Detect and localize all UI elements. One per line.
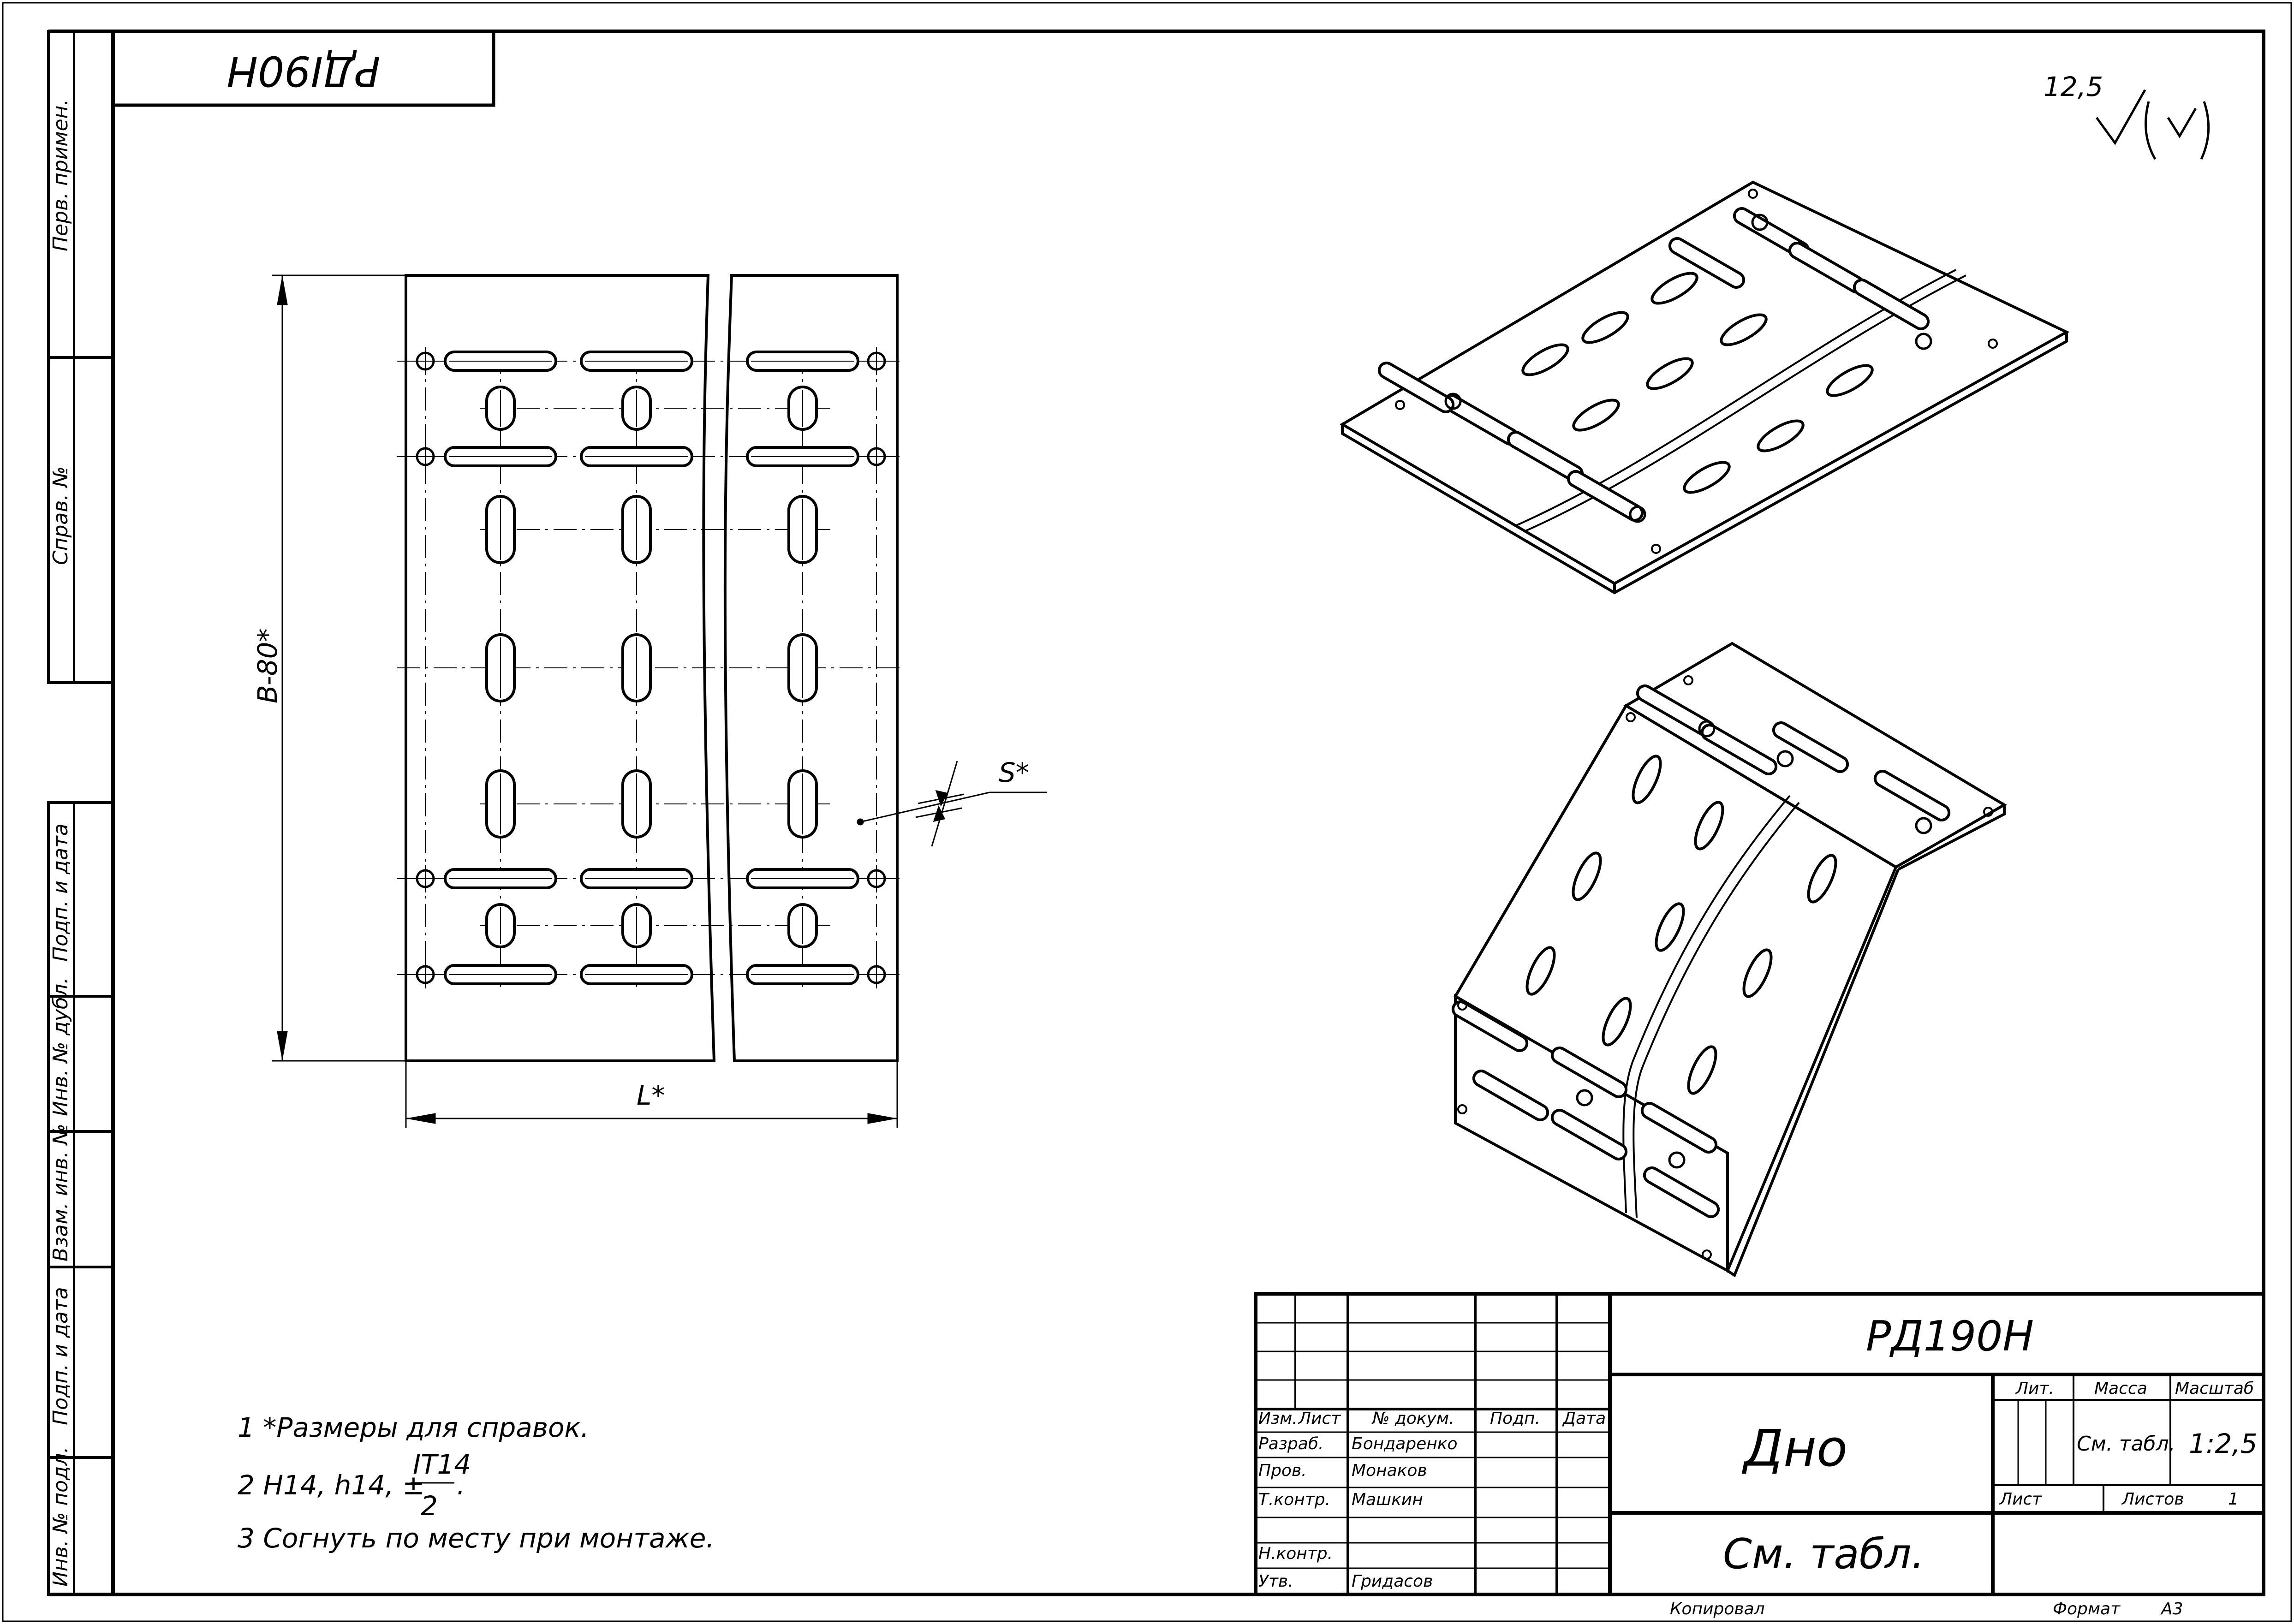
side-label-podp-data-2: Подп. и дата [49, 1287, 72, 1425]
name-utv: Гридасов [1352, 1572, 1433, 1591]
side-label-podp-data-1: Подп. и дата [49, 823, 72, 962]
slot [623, 635, 650, 701]
note-2-dot: . [457, 1469, 465, 1501]
sheets-label: Листов [2121, 1490, 2184, 1509]
hole [411, 865, 439, 892]
slot [789, 387, 816, 429]
note-2-denominator: 2 [421, 1490, 438, 1522]
slot [581, 965, 692, 984]
slot [487, 496, 514, 563]
dimension-thickness [857, 761, 1047, 847]
col-doc: № докум. [1371, 1409, 1454, 1428]
note-3: 3 Согнуть по месту при монтаже. [238, 1523, 715, 1554]
dimension-length [405, 1061, 898, 1128]
code-rotated: РДI90H [226, 47, 380, 95]
dimension-length-label: L* [637, 1080, 665, 1111]
part-title: Дно [1741, 1419, 1847, 1478]
copied-label: Копировал [1670, 1600, 1765, 1618]
slot [581, 352, 692, 370]
slot [747, 965, 858, 984]
name-tkontr: Машкин [1352, 1490, 1423, 1509]
designation: РД190Н [1866, 1312, 2034, 1361]
title-block-text: Изм. Лист № докум. Подп. Дата Разраб. Бо… [1258, 1312, 2258, 1618]
note-1: 1 *Размеры для справок. [238, 1412, 589, 1443]
hole [411, 347, 439, 375]
dimension-height [272, 274, 406, 1062]
slot [445, 965, 556, 984]
slot [623, 387, 650, 429]
hole [863, 443, 890, 470]
format-value: А3 [2160, 1600, 2183, 1618]
side-label-perv-primen: Перв. примен. [49, 99, 72, 251]
side-label-vzam-inv: Взам. инв. № [49, 1124, 72, 1261]
side-label-inv-dubl: Инв. № дубл. [49, 977, 72, 1116]
slot [487, 387, 514, 429]
slot [789, 635, 816, 701]
note-2: 2 H14, h14, ± [238, 1469, 425, 1501]
notes: 1 *Размеры для справок. 2 H14, h14, ± IT… [238, 1412, 715, 1554]
side-label-sprav: Справ. № [49, 466, 72, 565]
role-razrab: Разраб. [1258, 1434, 1323, 1453]
slot [487, 635, 514, 701]
col-data: Дата [1562, 1409, 1606, 1428]
note-2-numerator: IT14 [413, 1449, 471, 1480]
slot [581, 869, 692, 888]
slot [623, 496, 650, 563]
plate-left-part [405, 274, 716, 1062]
hole [411, 443, 439, 470]
slot [487, 771, 514, 837]
material: См. табл. [1723, 1530, 1925, 1578]
scale-label: Масштаб [2175, 1379, 2254, 1398]
slot [623, 771, 650, 837]
roughness-sign: 12,5 [2044, 71, 2210, 160]
side-strip [47, 30, 114, 1596]
role-utv: Утв. [1258, 1572, 1293, 1591]
mass-label: Масса [2094, 1379, 2147, 1398]
role-tkontr: Т.контр. [1258, 1490, 1330, 1509]
code-box [111, 30, 495, 107]
title-block [1254, 1292, 2265, 1596]
slot [747, 869, 858, 888]
slot [445, 869, 556, 888]
hole [863, 961, 890, 988]
side-strip-labels: Перв. примен. Справ. № Подп. и дата Инв.… [49, 99, 72, 1587]
lit-label: Лит. [2015, 1379, 2054, 1398]
slot [581, 447, 692, 466]
slot [623, 904, 650, 947]
slot [487, 904, 514, 947]
slot [789, 496, 816, 563]
hole [863, 865, 890, 892]
slot [747, 447, 858, 466]
col-list: Лист [1298, 1409, 1341, 1428]
slot [789, 771, 816, 837]
plate-right-part [723, 274, 899, 1062]
dimension-height-label: B-80* [252, 628, 283, 703]
format-label: Формат [2053, 1600, 2121, 1618]
slot [445, 352, 556, 370]
col-izm: Изм. [1258, 1409, 1298, 1428]
role-nkontr: Н.контр. [1258, 1544, 1333, 1563]
slot [747, 352, 858, 370]
sheets-value: 1 [2228, 1490, 2239, 1509]
isometric-flat-view [1340, 180, 2070, 595]
name-razrab: Бондаренко [1352, 1434, 1458, 1453]
role-prov: Пров. [1258, 1461, 1307, 1480]
side-label-inv-podl: Инв. № подл. [49, 1446, 72, 1587]
sheet-label: Лист [1999, 1490, 2042, 1509]
roughness-value: 12,5 [2044, 71, 2103, 102]
name-prov: Монаков [1352, 1461, 1427, 1480]
slot [445, 447, 556, 466]
dimension-thickness-label: S* [999, 757, 1029, 788]
hole [411, 961, 439, 988]
main-view: B-80* L* S* [252, 274, 1047, 1128]
isometric-bent-view [1450, 642, 2007, 1278]
scale-value: 1:2,5 [2189, 1428, 2258, 1459]
mass-value: См. табл. [2077, 1432, 2175, 1456]
hole [863, 347, 890, 375]
slot [789, 904, 816, 947]
col-podp: Подп. [1490, 1409, 1540, 1428]
